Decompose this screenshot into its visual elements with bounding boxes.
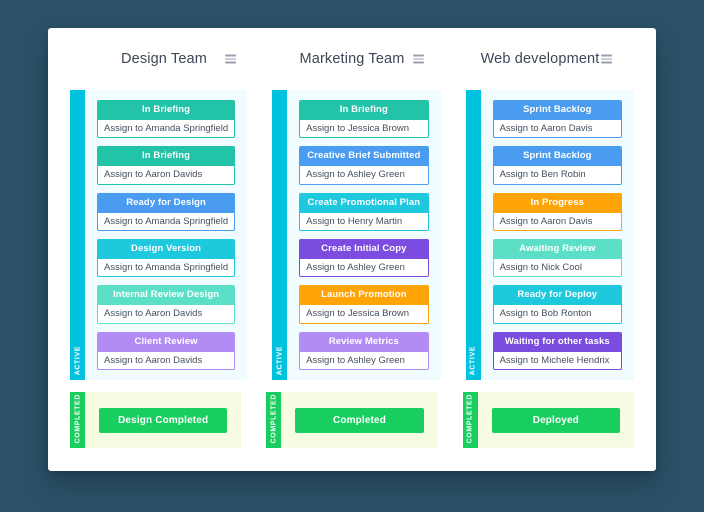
- task-title: Review Metrics: [300, 332, 428, 352]
- task-title: Ready for Deploy: [493, 286, 622, 306]
- column-header-marketing-team: Marketing Team: [258, 28, 446, 90]
- completed-rail: COMPLETED: [70, 392, 85, 448]
- task-assignee: Assign to Nick Cool: [499, 261, 582, 273]
- completed-rail-label: COMPLETED: [74, 393, 81, 443]
- task-list-design-team: In Briefing Assign to Amanda Springfield…: [85, 90, 248, 380]
- active-swimlane: ACTIVE In Briefing Assign to Amanda Spri…: [48, 90, 656, 380]
- task-assignee: Assign to Jessica Brown: [306, 308, 410, 320]
- task-title: Waiting for other tasks: [493, 332, 622, 352]
- completed-card[interactable]: Completed: [295, 407, 424, 433]
- task-title: Creative Brief Submitted: [300, 147, 428, 167]
- task-card[interactable]: In Progress Assign to Aaron Davis: [492, 192, 623, 231]
- active-rail-label: ACTIVE: [74, 345, 81, 375]
- task-title: In Progress: [493, 193, 622, 213]
- task-title: Client Review: [98, 332, 235, 352]
- active-rail: ACTIVE: [70, 90, 85, 380]
- task-assignee: Assign to Ashley Green: [306, 354, 405, 366]
- completed-rail: COMPLETED: [266, 392, 282, 448]
- task-title: In Briefing: [98, 147, 235, 167]
- task-assignee: Assign to Aaron Davis: [499, 215, 593, 227]
- active-rail: ACTIVE: [272, 90, 288, 380]
- task-assignee: Assign to Amanda Springfield: [104, 261, 229, 273]
- column-title: Marketing Team: [299, 51, 405, 67]
- task-assignee: Assign to Michele Hendrix: [499, 354, 610, 366]
- task-card[interactable]: Create Initial Copy Assign to Ashley Gre…: [299, 238, 429, 278]
- completed-swimlane: COMPLETED Design Completed COMPLETED Com…: [48, 380, 656, 448]
- task-title: In Briefing: [300, 101, 428, 120]
- active-rail-label: ACTIVE: [276, 345, 284, 375]
- task-card[interactable]: In Briefing Assign to Amanda Springfield: [97, 100, 236, 139]
- completed-rail-label: COMPLETED: [466, 393, 474, 443]
- task-card[interactable]: Creative Brief Submitted Assign to Ashle…: [299, 146, 429, 185]
- hamburger-icon[interactable]: [413, 54, 424, 64]
- task-title: In Briefing: [98, 101, 235, 120]
- completed-list-design-team: Design Completed: [85, 392, 242, 448]
- lane-column-web-development: ACTIVE Sprint Backlog Assign to Aaron Da…: [465, 90, 635, 380]
- task-title: Create Initial Copy: [300, 239, 428, 259]
- hamburger-icon[interactable]: [225, 54, 236, 64]
- task-card[interactable]: Ready for Design Assign to Amanda Spring…: [97, 192, 236, 231]
- task-card[interactable]: Design Version Assign to Amanda Springfi…: [97, 238, 236, 278]
- task-card[interactable]: Sprint Backlog Assign to Aaron Davis: [492, 100, 623, 139]
- completed-rail-label: COMPLETED: [270, 393, 278, 443]
- task-card[interactable]: Client Review Assign to Aaron Davids: [97, 331, 236, 370]
- task-assignee: Assign to Aaron Davids: [104, 308, 203, 320]
- task-assignee: Assign to Ben Robin: [499, 169, 586, 181]
- column-title: Web development: [480, 51, 600, 67]
- completed-list-web-development: Deployed: [477, 392, 634, 448]
- column-header-web-development: Web development: [446, 28, 634, 90]
- completed-rail: COMPLETED: [462, 392, 478, 448]
- task-card[interactable]: Sprint Backlog Assign to Ben Robin: [492, 146, 623, 185]
- completed-card[interactable]: Deployed: [491, 407, 620, 433]
- board-header-row: Design Team Marketing Team Web developme…: [48, 28, 656, 90]
- column-header-design-team: Design Team: [70, 28, 258, 90]
- kanban-board-panel: Design Team Marketing Team Web developme…: [48, 28, 656, 471]
- task-assignee: Assign to Aaron Davids: [104, 169, 203, 181]
- column-title: Design Team: [120, 51, 207, 67]
- completed-column-marketing-team: COMPLETED Completed: [266, 392, 438, 448]
- task-list-web-development: Sprint Backlog Assign to Aaron Davis Spr…: [480, 90, 635, 380]
- task-card[interactable]: Ready for Deploy Assign to Bob Ronton: [492, 285, 623, 324]
- task-title: Internal Review Design: [98, 286, 235, 306]
- task-card[interactable]: Launch Promotion Assign to Jessica Brown: [299, 285, 429, 324]
- task-assignee: Assign to Aaron Davids: [104, 354, 203, 366]
- task-title: Awaiting Review: [493, 239, 622, 259]
- task-card[interactable]: Waiting for other tasks Assign to Michel…: [492, 331, 623, 370]
- task-card[interactable]: Review Metrics Assign to Ashley Green: [299, 331, 429, 370]
- task-assignee: Assign to Henry Martin: [306, 215, 403, 227]
- task-title: Ready for Design: [98, 193, 235, 213]
- lane-column-marketing-team: ACTIVE In Briefing Assign to Jessica Bro…: [272, 90, 441, 380]
- task-title: Create Promotional Plan: [300, 193, 428, 213]
- task-assignee: Assign to Ashley Green: [306, 169, 405, 181]
- task-assignee: Assign to Amanda Springfield: [104, 215, 229, 227]
- task-assignee: Assign to Jessica Brown: [306, 122, 410, 134]
- task-card[interactable]: In Briefing Assign to Aaron Davids: [97, 146, 236, 185]
- task-card[interactable]: In Briefing Assign to Jessica Brown: [299, 100, 429, 139]
- completed-list-marketing-team: Completed: [281, 392, 438, 448]
- lane-column-design-team: ACTIVE In Briefing Assign to Amanda Spri…: [70, 90, 248, 380]
- completed-column-design-team: COMPLETED Design Completed: [70, 392, 242, 448]
- task-card[interactable]: Awaiting Review Assign to Nick Cool: [492, 238, 623, 278]
- task-assignee: Assign to Amanda Springfield: [104, 122, 229, 134]
- task-assignee: Assign to Ashley Green: [306, 261, 405, 273]
- active-rail: ACTIVE: [465, 90, 481, 380]
- task-title: Sprint Backlog: [493, 101, 622, 120]
- task-title: Sprint Backlog: [493, 147, 622, 167]
- active-rail-label: ACTIVE: [469, 345, 477, 375]
- task-assignee: Assign to Aaron Davis: [499, 122, 593, 134]
- task-card[interactable]: Create Promotional Plan Assign to Henry …: [299, 192, 429, 231]
- task-title: Design Version: [98, 239, 235, 259]
- hamburger-icon[interactable]: [601, 54, 612, 64]
- task-title: Launch Promotion: [300, 286, 428, 306]
- task-card[interactable]: Internal Review Design Assign to Aaron D…: [97, 285, 236, 324]
- completed-column-web-development: COMPLETED Deployed: [462, 392, 634, 448]
- task-assignee: Assign to Bob Ronton: [499, 308, 592, 320]
- task-list-marketing-team: In Briefing Assign to Jessica Brown Crea…: [287, 90, 441, 380]
- completed-card[interactable]: Design Completed: [99, 407, 228, 433]
